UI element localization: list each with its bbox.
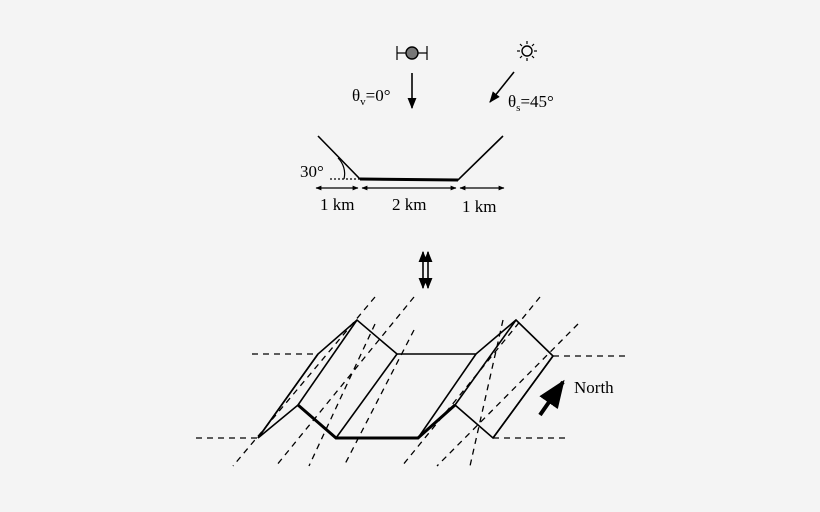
double-arrow-icon: [418, 250, 433, 290]
satellite-sensor-icon: [396, 46, 428, 60]
sun-angle-label: θs=45°: [508, 92, 554, 114]
view-angle-label: θv=0°: [352, 86, 391, 108]
north-arrow-icon: [538, 379, 565, 417]
left-width-label: 1 km: [320, 195, 354, 214]
slope-angle-label: 30°: [300, 162, 324, 181]
center-width-label: 2 km: [392, 195, 426, 214]
valley-cross-section: [317, 135, 504, 182]
terrain-perspective: [196, 296, 626, 467]
right-width-label: 1 km: [462, 197, 496, 216]
north-label: North: [574, 378, 614, 397]
sun-icon: [517, 41, 537, 61]
sun-direction-arrow: [489, 71, 515, 103]
